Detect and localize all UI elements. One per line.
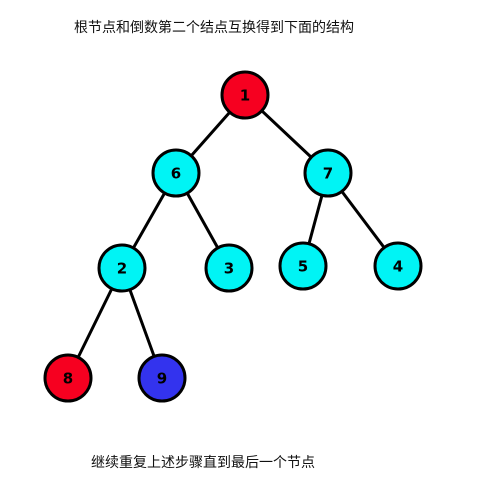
node-circle	[137, 353, 187, 403]
node-circle	[204, 243, 254, 293]
tree-node: 7	[303, 148, 353, 198]
node-label: 3	[224, 260, 234, 278]
node-circle	[278, 241, 328, 291]
top-caption: 根节点和倒数第二个结点互换得到下面的结构	[74, 20, 354, 36]
node-label: 7	[323, 165, 333, 183]
node-circle	[373, 241, 423, 291]
tree-node: 3	[204, 243, 254, 293]
bottom-caption: 继续重复上述步骤直到最后一个节点	[91, 455, 315, 471]
node-label: 5	[298, 258, 308, 276]
tree-node: 8	[43, 353, 93, 403]
tree-node: 6	[151, 148, 201, 198]
tree-node: 4	[373, 241, 423, 291]
edges	[66, 93, 400, 380]
node-label: 1	[240, 87, 250, 105]
node-label: 4	[393, 258, 403, 276]
tree-node: 2	[97, 243, 147, 293]
node-label: 9	[157, 370, 167, 388]
node-circle	[303, 148, 353, 198]
nodes: 1 6 7 2 3 5 4 8 9	[43, 70, 423, 403]
tree-node: 1	[220, 70, 270, 120]
node-label: 8	[63, 370, 73, 388]
node-circle	[220, 70, 270, 120]
node-label: 2	[117, 260, 127, 278]
node-circle	[151, 148, 201, 198]
node-label: 6	[171, 165, 181, 183]
tree-node: 5	[278, 241, 328, 291]
node-circle	[43, 353, 93, 403]
node-circle	[97, 243, 147, 293]
tree-node: 9	[137, 353, 187, 403]
